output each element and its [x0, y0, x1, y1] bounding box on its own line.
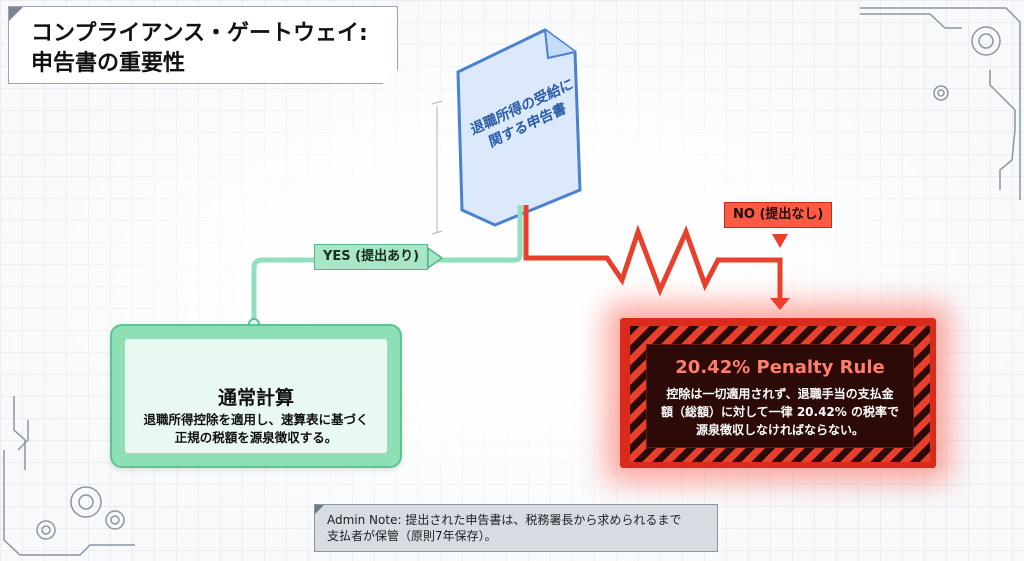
admin-note: Admin Note: 提出された申告書は、税務署長から求められるまで 支払者が…: [314, 504, 718, 552]
penalty-card-body: 控除は一切適用されず、退職手当の支払金 額（総額）に対して一律 20.42% の…: [661, 387, 899, 437]
circuit-decoration: [3, 7, 1021, 556]
admin-note-text: Admin Note: 提出された申告書は、税務署長から求められるまで 支払者が…: [327, 513, 682, 543]
document-icon: [456, 28, 582, 227]
corner-accent: [315, 505, 324, 514]
corner-accent: [9, 7, 23, 21]
no-arrow-icon: [770, 298, 790, 310]
normal-calculation-card: 通常計算 退職所得控除を適用し、速算表に基づく 正規の税額を源泉徴収する。: [110, 324, 402, 468]
no-label-arrow-icon: [772, 234, 788, 248]
penalty-card-inner: 20.42% Penalty Rule 控除は一切適用されず、退職手当の支払金 …: [646, 344, 914, 448]
title-panel: コンプライアンス・ゲートウェイ: 申告書の重要性: [8, 6, 398, 84]
penalty-rule-card: 20.42% Penalty Rule 控除は一切適用されず、退職手当の支払金 …: [620, 318, 936, 468]
no-connector: [523, 205, 783, 300]
penalty-card-title: 20.42% Penalty Rule: [675, 357, 885, 378]
dimension-line: [431, 100, 443, 235]
normal-card-inner: 通常計算 退職所得控除を適用し、速算表に基づく 正規の税額を源泉徴収する。: [124, 338, 388, 454]
gear-icons: [36, 26, 1001, 540]
yes-arrow-icon: [427, 246, 444, 270]
normal-card-title: 通常計算: [217, 387, 294, 409]
no-branch-label: NO (提出なし): [724, 202, 833, 228]
yes-branch-label: YES (提出あり): [314, 244, 429, 270]
page-title: コンプライアンス・ゲートウェイ: 申告書の重要性: [31, 21, 368, 76]
normal-card-body: 退職所得控除を適用し、速算表に基づく 正規の税額を源泉徴収する。: [143, 412, 369, 445]
